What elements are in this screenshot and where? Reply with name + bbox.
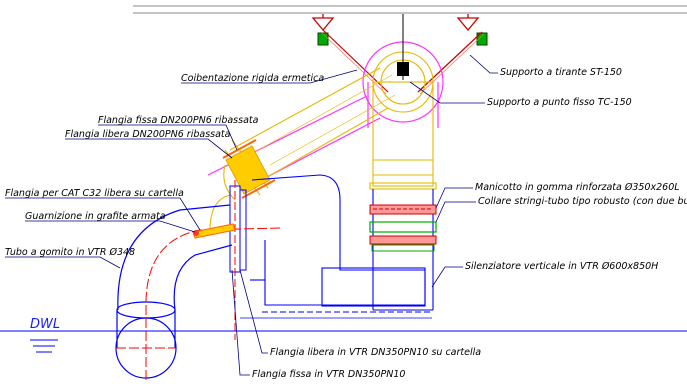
fixed-point-support — [397, 14, 409, 80]
label-loose-flange-dn350: Flangia libera in VTR DN350PN10 su carte… — [270, 347, 481, 358]
label-fixed-flange-dn350: Flangia fissa in VTR DN350PN10 — [252, 369, 405, 380]
leader-lines — [5, 54, 498, 376]
flange-marker — [193, 230, 199, 236]
label-support-tie-rod: Supporto a tirante ST-150 — [500, 67, 622, 78]
label-rubber-sleeve: Manicotto in gomma rinforzata Ø350x260L — [475, 182, 680, 193]
rubber-sleeve — [369, 204, 437, 252]
label-fixed-point-support: Supporto a punto fisso TC-150 — [487, 97, 632, 108]
yellow-pipe — [209, 51, 437, 231]
label-insulation: Coibentazione rigida ermetica — [181, 73, 324, 84]
label-fixed-flange-dn200: Flangia fissa DN200PN6 ribassata — [98, 115, 259, 126]
label-vertical-silencer: Silenziatore verticale in VTR Ø600x850H — [465, 261, 658, 272]
label-dwl: DWL — [30, 317, 60, 332]
label-elbow-pipe: Tubo a gomito in VTR Ø348 — [5, 247, 135, 258]
label-pipe-clamp: Collare stringi-tubo tipo robusto (con d… — [478, 196, 687, 207]
label-graphite-gasket: Guarnizione in grafite armata — [25, 211, 166, 222]
label-loose-flange-dn200: Flangia libera DN200PN6 ribassata — [65, 129, 231, 140]
flange-dn350-stack — [229, 180, 247, 340]
ceiling — [133, 5, 687, 14]
label-flange-cat-c32: Flangia per CAT C32 libera su cartella — [5, 188, 184, 199]
graphite-gasket — [192, 223, 236, 239]
waterline — [0, 330, 687, 353]
elbow-centerline — [116, 227, 281, 380]
flange-dn200-fixed — [222, 139, 276, 199]
